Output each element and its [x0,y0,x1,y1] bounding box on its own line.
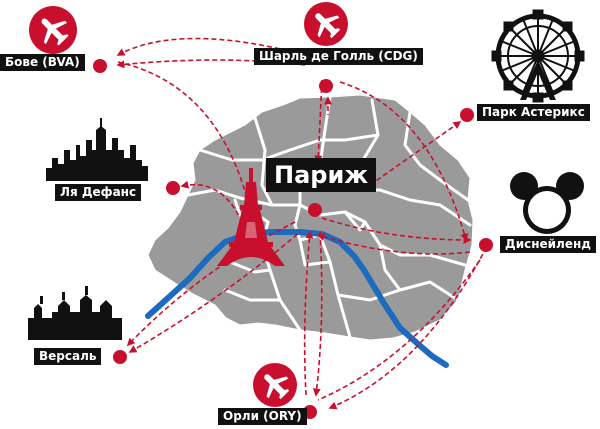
ferris-wheel-icon [491,9,585,103]
route-paris-ory [312,231,323,397]
label-versailles: Версаль [34,348,102,365]
city-title: Париж [266,158,377,192]
route-lines [116,37,485,410]
label-bva: Бове (BVA) [0,54,85,71]
airplane-icon-cdg [304,2,348,46]
route-paris-disney [321,217,472,244]
dot-asterix [460,108,474,122]
airplane-icon-ory [253,363,297,407]
eiffel-tower-icon [217,168,285,266]
dot-versailles [113,350,127,364]
label-asterix: Парк Астерикс [477,104,590,121]
label-ory: Орли (ORY) [218,408,307,425]
airplane-icon-bva [29,6,77,54]
route-disney-paris [316,233,471,255]
skyline-icon [46,118,148,181]
route-cdg-paris-down [314,79,323,164]
route-ory-paris [303,230,314,396]
route-versailles-paris [128,231,301,353]
route-cdg-disney [339,81,469,242]
dot-defense [166,181,180,195]
dot-paris [308,203,322,217]
label-cdg: Шарль де Голль (CDG) [254,48,423,65]
route-disney-ory [317,259,481,401]
arrondissements [147,94,474,341]
route-ory-disney [328,251,485,410]
label-defense: Ля Дефанс [55,184,142,201]
route-paris-asterix [369,121,462,186]
route-defense-paris [180,180,241,219]
dot-cdg [319,79,333,93]
dot-disney [479,238,493,252]
palace-icon [28,286,122,340]
route-bva-paris [117,61,253,212]
label-disney: Диснейленд [500,236,596,253]
mickey-ears-icon [510,172,584,234]
route-paris-versailles [126,221,296,347]
paris-city-shape [147,94,474,341]
dot-bva [93,59,107,73]
